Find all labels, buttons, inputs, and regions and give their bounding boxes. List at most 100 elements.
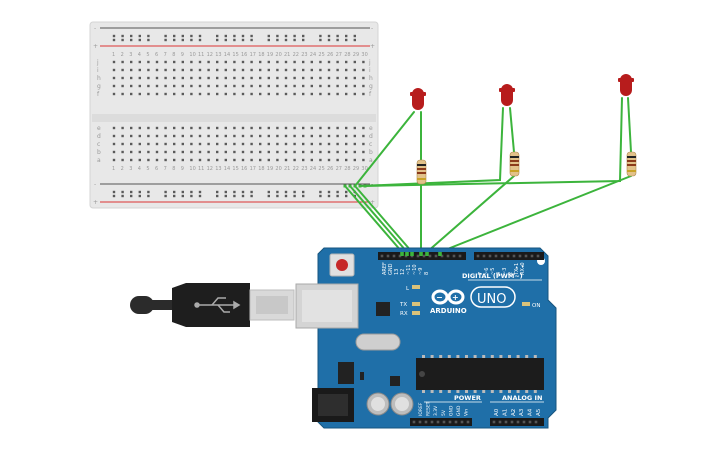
- terminal-hole[interactable]: [276, 150, 279, 154]
- terminal-hole[interactable]: [293, 76, 296, 80]
- terminal-hole[interactable]: [345, 134, 348, 138]
- terminal-hole[interactable]: [319, 68, 322, 72]
- terminal-hole[interactable]: [345, 92, 348, 96]
- rail-hole[interactable]: [112, 34, 116, 38]
- terminal-hole[interactable]: [345, 150, 348, 154]
- terminal-hole[interactable]: [327, 142, 331, 146]
- terminal-hole[interactable]: [336, 76, 339, 80]
- terminal-hole[interactable]: [216, 60, 219, 64]
- rail-hole[interactable]: [345, 190, 348, 194]
- terminal-hole[interactable]: [130, 134, 133, 138]
- terminal-hole[interactable]: [319, 134, 322, 138]
- terminal-hole[interactable]: [250, 126, 253, 130]
- terminal-hole[interactable]: [207, 84, 210, 88]
- terminal-hole[interactable]: [310, 76, 313, 80]
- rail-hole[interactable]: [181, 38, 184, 42]
- terminal-hole[interactable]: [216, 126, 219, 130]
- terminal-hole[interactable]: [147, 84, 150, 88]
- terminal-hole[interactable]: [336, 84, 339, 88]
- rail-hole[interactable]: [173, 34, 176, 38]
- terminal-hole[interactable]: [190, 150, 193, 154]
- terminal-hole[interactable]: [276, 126, 279, 130]
- terminal-hole[interactable]: [233, 76, 236, 80]
- terminal-hole[interactable]: [336, 68, 339, 72]
- header-hole[interactable]: [448, 420, 452, 424]
- rail-hole[interactable]: [327, 38, 331, 42]
- rail-hole[interactable]: [284, 34, 288, 38]
- terminal-hole[interactable]: [216, 92, 219, 96]
- rail-hole[interactable]: [276, 38, 279, 42]
- rail-hole[interactable]: [190, 38, 193, 42]
- wire-gnd-rail-to-arduino-gnd-2[interactable]: [349, 185, 408, 253]
- terminal-hole[interactable]: [198, 68, 202, 72]
- terminal-hole[interactable]: [250, 76, 253, 80]
- terminal-hole[interactable]: [284, 60, 288, 64]
- terminal-hole[interactable]: [216, 142, 219, 146]
- terminal-hole[interactable]: [155, 76, 159, 80]
- terminal-hole[interactable]: [224, 126, 227, 130]
- terminal-hole[interactable]: [310, 142, 313, 146]
- rail-hole[interactable]: [241, 34, 245, 38]
- rail-hole[interactable]: [241, 38, 245, 42]
- terminal-hole[interactable]: [155, 84, 159, 88]
- terminal-hole[interactable]: [302, 134, 305, 138]
- terminal-hole[interactable]: [327, 84, 331, 88]
- header-hole[interactable]: [498, 420, 502, 424]
- rail-hole[interactable]: [336, 34, 339, 38]
- terminal-hole[interactable]: [276, 76, 279, 80]
- terminal-hole[interactable]: [336, 158, 339, 162]
- terminal-hole[interactable]: [310, 92, 313, 96]
- terminal-hole[interactable]: [353, 92, 356, 96]
- rail-hole[interactable]: [327, 190, 331, 194]
- terminal-hole[interactable]: [138, 158, 141, 162]
- terminal-hole[interactable]: [147, 60, 150, 64]
- resistor-1[interactable]: [416, 159, 427, 185]
- terminal-hole[interactable]: [302, 158, 305, 162]
- terminal-hole[interactable]: [190, 84, 193, 88]
- terminal-hole[interactable]: [259, 126, 262, 130]
- terminal-hole[interactable]: [173, 84, 176, 88]
- terminal-hole[interactable]: [198, 76, 202, 80]
- terminal-hole[interactable]: [138, 68, 141, 72]
- terminal-hole[interactable]: [198, 92, 202, 96]
- rail-hole[interactable]: [241, 194, 245, 198]
- rail-hole[interactable]: [138, 38, 141, 42]
- terminal-hole[interactable]: [336, 134, 339, 138]
- header-hole[interactable]: [430, 420, 434, 424]
- terminal-hole[interactable]: [259, 84, 262, 88]
- terminal-hole[interactable]: [353, 142, 356, 146]
- terminal-hole[interactable]: [198, 142, 202, 146]
- header-hole[interactable]: [458, 254, 462, 258]
- rail-hole[interactable]: [138, 190, 141, 194]
- header-hole[interactable]: [446, 254, 450, 258]
- terminal-hole[interactable]: [198, 60, 202, 64]
- rail-hole[interactable]: [181, 194, 184, 198]
- terminal-hole[interactable]: [241, 150, 245, 154]
- terminal-hole[interactable]: [319, 126, 322, 130]
- terminal-hole[interactable]: [250, 68, 253, 72]
- terminal-hole[interactable]: [319, 150, 322, 154]
- terminal-hole[interactable]: [181, 68, 184, 72]
- terminal-hole[interactable]: [207, 92, 210, 96]
- terminal-hole[interactable]: [130, 60, 133, 64]
- header-hole[interactable]: [518, 254, 522, 258]
- terminal-hole[interactable]: [198, 126, 202, 130]
- terminal-hole[interactable]: [164, 92, 167, 96]
- terminal-hole[interactable]: [310, 60, 313, 64]
- rail-hole[interactable]: [284, 190, 288, 194]
- terminal-hole[interactable]: [259, 158, 262, 162]
- terminal-hole[interactable]: [267, 134, 270, 138]
- rail-hole[interactable]: [164, 194, 167, 198]
- terminal-hole[interactable]: [190, 92, 193, 96]
- terminal-hole[interactable]: [302, 142, 305, 146]
- terminal-hole[interactable]: [353, 150, 356, 154]
- terminal-hole[interactable]: [293, 126, 296, 130]
- terminal-hole[interactable]: [155, 142, 159, 146]
- terminal-hole[interactable]: [198, 158, 202, 162]
- terminal-hole[interactable]: [336, 126, 339, 130]
- rail-hole[interactable]: [164, 38, 167, 42]
- rail-hole[interactable]: [319, 34, 322, 38]
- rail-hole[interactable]: [224, 38, 227, 42]
- terminal-hole[interactable]: [173, 158, 176, 162]
- terminal-hole[interactable]: [362, 126, 365, 130]
